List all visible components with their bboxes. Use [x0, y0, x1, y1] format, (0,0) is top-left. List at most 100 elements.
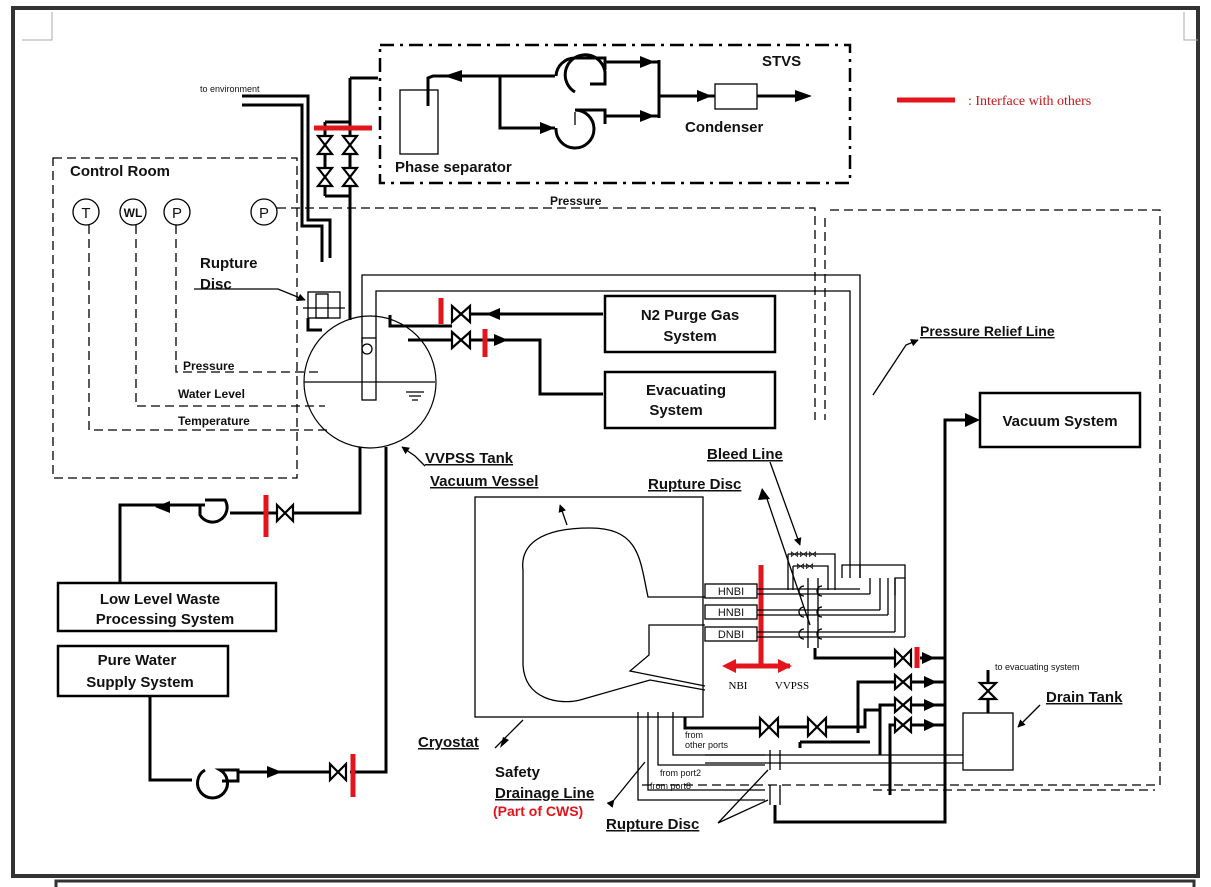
control-room: Control Room T WL P P Pressure Pressure … — [52, 157, 816, 479]
supply-pump-icon — [196, 768, 240, 800]
safety-label-3: (Part of CWS) — [493, 803, 583, 819]
safety-label-2: Drainage Line — [495, 785, 594, 802]
vvpss-label: VVPSS — [775, 680, 809, 692]
from-port2-label: from port2 — [660, 768, 701, 778]
from-other-ports-label-1: from — [685, 730, 703, 740]
arrow-nbi-icon — [722, 659, 736, 673]
to-evacuating-system-label: to evacuating system — [995, 662, 1080, 672]
valve-icon — [977, 681, 999, 701]
safety-label-1: Safety — [495, 764, 541, 781]
blower-2-icon — [554, 108, 607, 150]
svg-text:HNBI: HNBI — [718, 607, 744, 619]
arrow-vvpss-icon — [778, 659, 792, 673]
n2-purge-gas-system — [603, 294, 777, 354]
water-systems: Low Level Waste Processing System Pure W… — [56, 495, 386, 800]
page-border — [11, 6, 1200, 878]
legend-interface-label: : Interface with others — [968, 94, 1091, 109]
vacuum-system — [978, 391, 1142, 449]
drain-tank — [962, 712, 1014, 771]
valve-icon — [315, 166, 335, 188]
svg-text:P: P — [259, 205, 269, 222]
instrument-water-level: WL — [119, 198, 147, 226]
drain-tank-label: Drain Tank — [1046, 689, 1123, 706]
pure-water-supply-system — [56, 644, 230, 698]
valve-icon — [340, 134, 360, 156]
temperature-signal-label: Temperature — [178, 414, 250, 428]
svg-text:P: P — [172, 205, 182, 222]
to-environment-label: to environment — [200, 84, 260, 94]
cryostat-boundary — [474, 496, 704, 718]
svg-text:WL: WL — [124, 206, 143, 220]
valve-icon — [893, 715, 913, 735]
nbi-label: NBI — [729, 680, 748, 692]
cryostat-label: Cryostat — [418, 734, 479, 751]
valve-icon — [758, 715, 780, 739]
drain-pump-icon — [198, 498, 229, 524]
rupture-disc-label-1: Rupture — [200, 255, 258, 272]
from-port8-label: from port8 — [650, 781, 691, 791]
hnbi-port-1 — [704, 583, 758, 599]
crop-mark-tr — [1183, 12, 1198, 41]
svg-text:Evacuating: Evacuating — [646, 382, 726, 399]
instrument-pressure-stvs: P — [250, 198, 278, 226]
stvs-boundary — [378, 43, 852, 185]
hnbi-port-2 — [704, 604, 758, 620]
valve-icon — [450, 303, 472, 325]
from-other-ports-label-2: other ports — [685, 740, 729, 750]
bleed-valves-icon: ⋈⋈ — [796, 561, 814, 571]
pressure-relief-region: Pressure Relief Line Vacuum System — [640, 209, 1161, 791]
rupture-disc-bottom-label: Rupture Disc — [606, 816, 699, 833]
valve-icon — [450, 329, 472, 351]
stvs-system: STVS Phase separator Condenser — [378, 43, 852, 185]
legend: : Interface with others — [897, 94, 1091, 109]
phase-separator — [399, 89, 439, 155]
valve-icon — [806, 715, 828, 739]
diagram-page: : Interface with others STVS Phase separ… — [4, 6, 1207, 887]
condenser-label: Condenser — [685, 119, 764, 136]
crop-mark-tl — [22, 12, 53, 41]
svg-text:Pure Water: Pure Water — [98, 652, 177, 669]
purge-evacuating-lines: N2 Purge Gas System Evacuating System — [388, 294, 777, 430]
svg-text:Processing System: Processing System — [96, 611, 234, 628]
safety-drainage-line: from other ports from port2 from port8 C… — [418, 708, 947, 833]
instrument-pressure: P — [163, 198, 191, 226]
valve-icon — [328, 761, 348, 783]
dnbi-port — [704, 626, 758, 642]
vvpss-tank-label: VVPSS Tank — [425, 450, 514, 467]
svg-text:Supply System: Supply System — [86, 674, 194, 691]
drain-valve-manifold: to evacuating system Drain Tank — [705, 655, 1123, 795]
condenser — [714, 83, 758, 110]
evacuating-system — [603, 370, 777, 430]
valve-icon — [893, 672, 913, 692]
valve-icon — [275, 502, 295, 524]
svg-text:System: System — [663, 328, 716, 345]
svg-text:System: System — [649, 402, 702, 419]
svg-text:Low Level Waste: Low Level Waste — [100, 591, 220, 608]
instrument-temperature: T — [72, 198, 100, 226]
svg-text:HNBI: HNBI — [718, 586, 744, 598]
rupture-disc-label-2: Disc — [200, 276, 232, 293]
phase-separator-label: Phase separator — [395, 159, 512, 176]
valve-icon — [340, 166, 360, 188]
svg-text:T: T — [81, 205, 90, 222]
valve-icon — [315, 134, 335, 156]
rupture-disc-mid-label: Rupture Disc — [648, 476, 741, 493]
valve-icon — [893, 647, 913, 669]
vacuum-vessel-label: Vacuum Vessel — [430, 473, 538, 490]
svg-text:N2 Purge Gas: N2 Purge Gas — [641, 307, 739, 324]
svg-text:Vacuum System: Vacuum System — [1002, 413, 1117, 430]
control-room-boundary — [52, 157, 298, 479]
blower-1-icon — [554, 53, 607, 94]
vacuum-vessel-cryostat: Vacuum Vessel HNBI HNBI DNBI NBI VVPSS ⋈… — [430, 446, 945, 718]
stvs-title: STVS — [762, 53, 801, 70]
water-level-signal-label: Water Level — [178, 387, 245, 401]
next-page-edge — [54, 879, 1196, 887]
svg-text:DNBI: DNBI — [718, 629, 744, 641]
low-level-waste-system — [56, 581, 278, 633]
bleed-valves-icon: ⋈⋈⋈ — [790, 549, 817, 559]
control-room-title: Control Room — [70, 163, 170, 180]
valve-icon — [893, 695, 913, 715]
pressure-relief-line-label: Pressure Relief Line — [920, 323, 1055, 339]
rupture-disc-tank: Rupture Disc — [194, 255, 345, 332]
